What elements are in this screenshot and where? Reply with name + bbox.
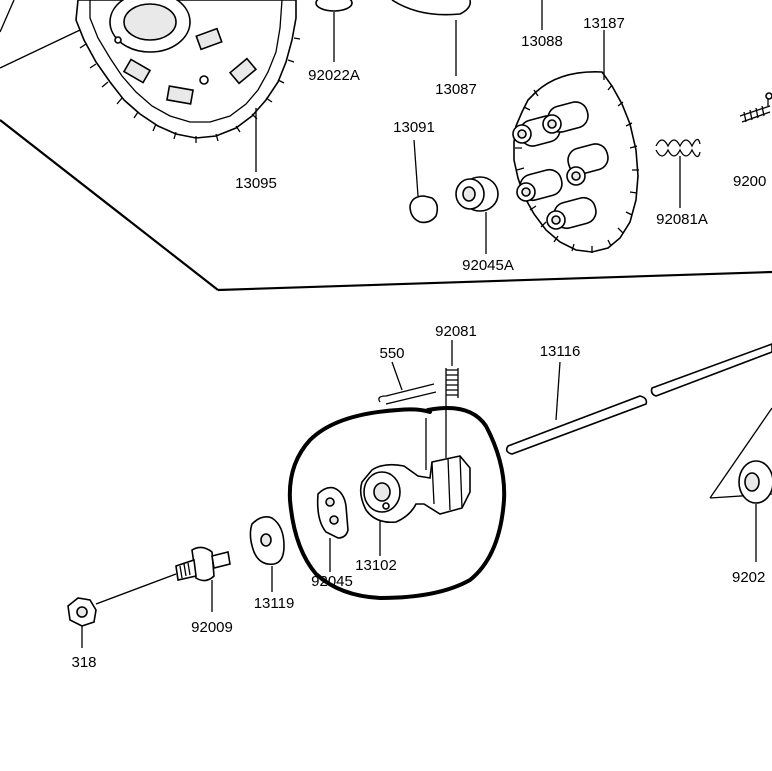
bolt-9200x <box>739 92 772 123</box>
label-13087: 13087 <box>435 81 477 98</box>
label-92045: 92045 <box>311 573 353 590</box>
label-13187: 13187 <box>583 15 625 32</box>
label-92009: 92009 <box>191 619 233 636</box>
label-92022a: 92022A <box>308 67 360 84</box>
highlight-ring <box>287 406 507 601</box>
release-lever-13102 <box>359 455 471 556</box>
label-13119: 13119 <box>254 595 295 612</box>
label-550: 550 <box>379 345 404 362</box>
label-92081: 92081 <box>435 323 477 340</box>
washer-92022a <box>315 0 353 62</box>
push-rod-13116 <box>505 343 772 455</box>
plate-92045 <box>316 486 349 572</box>
label-13102: 13102 <box>355 557 397 574</box>
pressure-plate <box>512 30 639 253</box>
label-9200x: 9200 <box>733 173 766 190</box>
label-92081a: 92081A <box>656 211 708 228</box>
adjusting-screw-92009 <box>175 546 231 612</box>
gear-teeth <box>79 37 301 143</box>
upper-section-frame <box>0 0 772 292</box>
label-13091: 13091 <box>393 119 435 136</box>
clutch-housing-gear <box>75 0 301 172</box>
label-13088: 13088 <box>521 33 563 50</box>
label-13116: 13116 <box>540 343 581 360</box>
label-9202x: 9202 <box>732 569 765 586</box>
spring-92081a <box>655 138 701 208</box>
pressure-plate-bosses <box>512 101 609 230</box>
washer-9202x <box>738 460 772 562</box>
part-labels: 13088 13187 92022A 13087 13095 13091 920… <box>71 15 766 671</box>
bearing-92045a <box>455 176 499 254</box>
spring-pin-92081 <box>445 340 459 458</box>
nut-318 <box>67 573 177 648</box>
label-318: 318 <box>71 654 96 671</box>
label-92045a: 92045A <box>462 257 514 274</box>
label-13095: 13095 <box>235 175 277 192</box>
plate-13087 <box>391 0 472 76</box>
cam-13119 <box>249 516 285 592</box>
cotter-pin-550 <box>378 361 437 470</box>
cap-13091 <box>409 139 439 224</box>
